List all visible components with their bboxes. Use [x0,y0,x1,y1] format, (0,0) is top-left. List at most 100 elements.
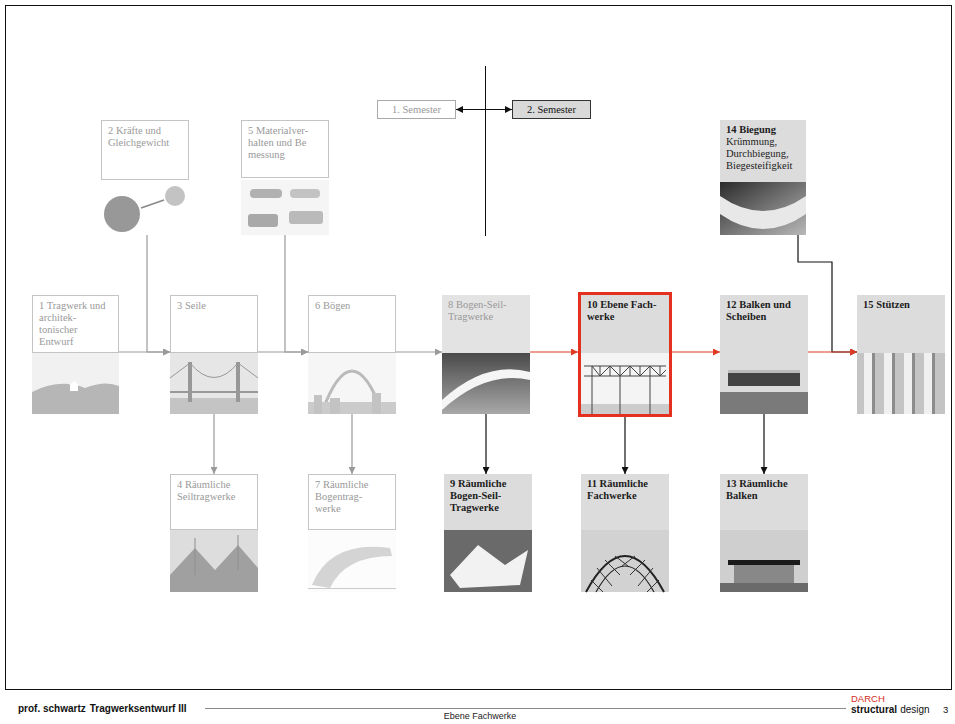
columns-photo-part [872,353,875,414]
box-header: 11 Räumliche Fachwerke [581,474,669,530]
flow-arrow [213,414,214,474]
topic-box: 10 Ebene Fach- werke [581,295,669,414]
arch-cable-photo [442,353,530,414]
topic-box: 15 Stützen [857,295,945,414]
gallery-photo [720,530,808,592]
semester-divider [485,66,486,236]
truss-photo [581,353,669,414]
building-photo-part [720,353,808,414]
topic-title: 11 Räumliche Fachwerke [587,478,663,502]
topic-title: 4 Räumliche Seiltragwerke [177,479,251,503]
columns-photo [857,353,945,414]
box-header: 4 Räumliche Seiltragwerke [170,474,258,530]
earth-moon-photo-part [141,200,164,208]
lattice-hall-photo [581,530,669,592]
box-header: 1 Tragwerk und architek- tonischer Entwu… [32,295,119,353]
topic-box: 9 Räumliche Bogen-Seil- Tragwerke [444,474,532,592]
box-header: 3 Seile [170,295,258,353]
gallery-photo-part [720,583,808,592]
topic-title: 8 Bogen-Seil- Tragwerke [448,299,524,323]
topic-title: 5 Materialver- halten und Be messung [248,125,322,161]
building-photo-part [728,370,800,386]
topic-title: 12 Balken und Scheiben [726,299,802,323]
building-photo [720,353,808,414]
topic-box: 6 Bögen [308,295,396,414]
membrane-photo-part [450,545,528,588]
tent-roof-photo-part [170,530,258,592]
landscape-photo-part [69,381,79,385]
suspension-bridge-photo-part [170,353,258,414]
truss-photo-part [584,366,666,414]
arch-photo-part [372,393,381,414]
shell-photo [308,530,396,592]
box-header: 9 Räumliche Bogen-Seil- Tragwerke [444,474,532,530]
page-number: 3 [943,704,948,716]
suspension-bridge-photo [170,353,258,414]
tent-roof-photo [170,530,258,592]
suspension-bridge-photo-part [170,398,258,414]
flow-arrow [763,414,764,474]
box-header: 15 Stützen [857,295,945,353]
topic-title: 7 Räumliche Bogentrag- werke [315,479,389,515]
flow-arrow [672,351,720,352]
flow-arrow [530,351,578,352]
bending-photo-part [720,182,806,235]
bending-photo-part [720,196,806,229]
earth-moon-photo-part [101,180,189,235]
topic-box: 14 BiegungKrümmung, Durchbiegung, Bieges… [720,120,806,235]
box-header: 12 Balken und Scheiben [720,295,808,353]
topic-title: 14 Biegung [726,124,800,136]
box-header: 1. Semester [377,100,456,119]
earth-moon-photo-part [165,186,185,206]
lattice-hall-photo-part [591,556,659,592]
box-header: 13 Räumliche Balken [720,474,808,530]
lattice-hall-photo-part [596,566,654,592]
box-header: 14 BiegungKrümmung, Durchbiegung, Bieges… [720,120,806,182]
columns-photo-part [932,353,935,414]
topic-title: 6 Bögen [315,300,389,312]
topic-box: 1 Tragwerk und architek- tonischer Entwu… [32,295,119,414]
flow-arrow [258,351,308,352]
tent-roof-photo-part [238,535,239,570]
shell-photo-part [308,588,396,589]
suspension-bridge-photo-part [170,391,258,393]
topic-title: 1 Tragwerk und architek- tonischer Entwu… [39,300,112,348]
columns-photo-part [864,353,872,414]
footer-rule [205,708,846,709]
truss-photo-part [581,404,669,414]
course-name: Tragwerksentwurf III [90,703,187,715]
bending-photo [720,182,806,235]
arch-cable-photo-part [442,353,530,414]
arch-photo-part [330,398,340,414]
shell-photo-part [312,547,392,588]
box-header: 6 Bögen [308,295,396,353]
arch-photo-part [314,395,322,414]
slide-topic: Ebene Fachwerke [444,710,517,722]
suspension-bridge-photo-part [188,362,192,402]
gallery-photo-part [728,560,800,565]
topic-box: 7 Räumliche Bogentrag- werke [308,474,396,592]
columns-photo-part [892,353,895,414]
slide-frame [6,6,952,690]
lattice-hall-photo-part [581,530,669,592]
topic-title: 2. Semester [517,103,586,116]
arch-photo [308,353,396,414]
topic-title: 9 Räumliche Bogen-Seil- Tragwerke [450,478,526,514]
flow-arrow [456,109,512,110]
topic-title: 13 Räumliche Balken [726,478,802,502]
box-header: 7 Räumliche Bogentrag- werke [308,474,396,530]
gallery-photo-part [720,530,808,592]
lattice-hall-photo-part [586,556,664,592]
topic-title: 1. Semester [382,103,451,116]
box-header: 2 Kräfte und Gleichgewicht [101,120,189,180]
topic-title: 10 Ebene Fach- werke [587,299,663,323]
tent-roof-photo-part [170,545,258,592]
topic-box: 4 Räumliche Seiltragwerke [170,474,258,592]
semester-box: 1. Semester [377,100,456,119]
bolt-photo-part [241,180,329,235]
columns-photo-part [857,353,945,414]
earth-moon-photo [101,180,189,235]
